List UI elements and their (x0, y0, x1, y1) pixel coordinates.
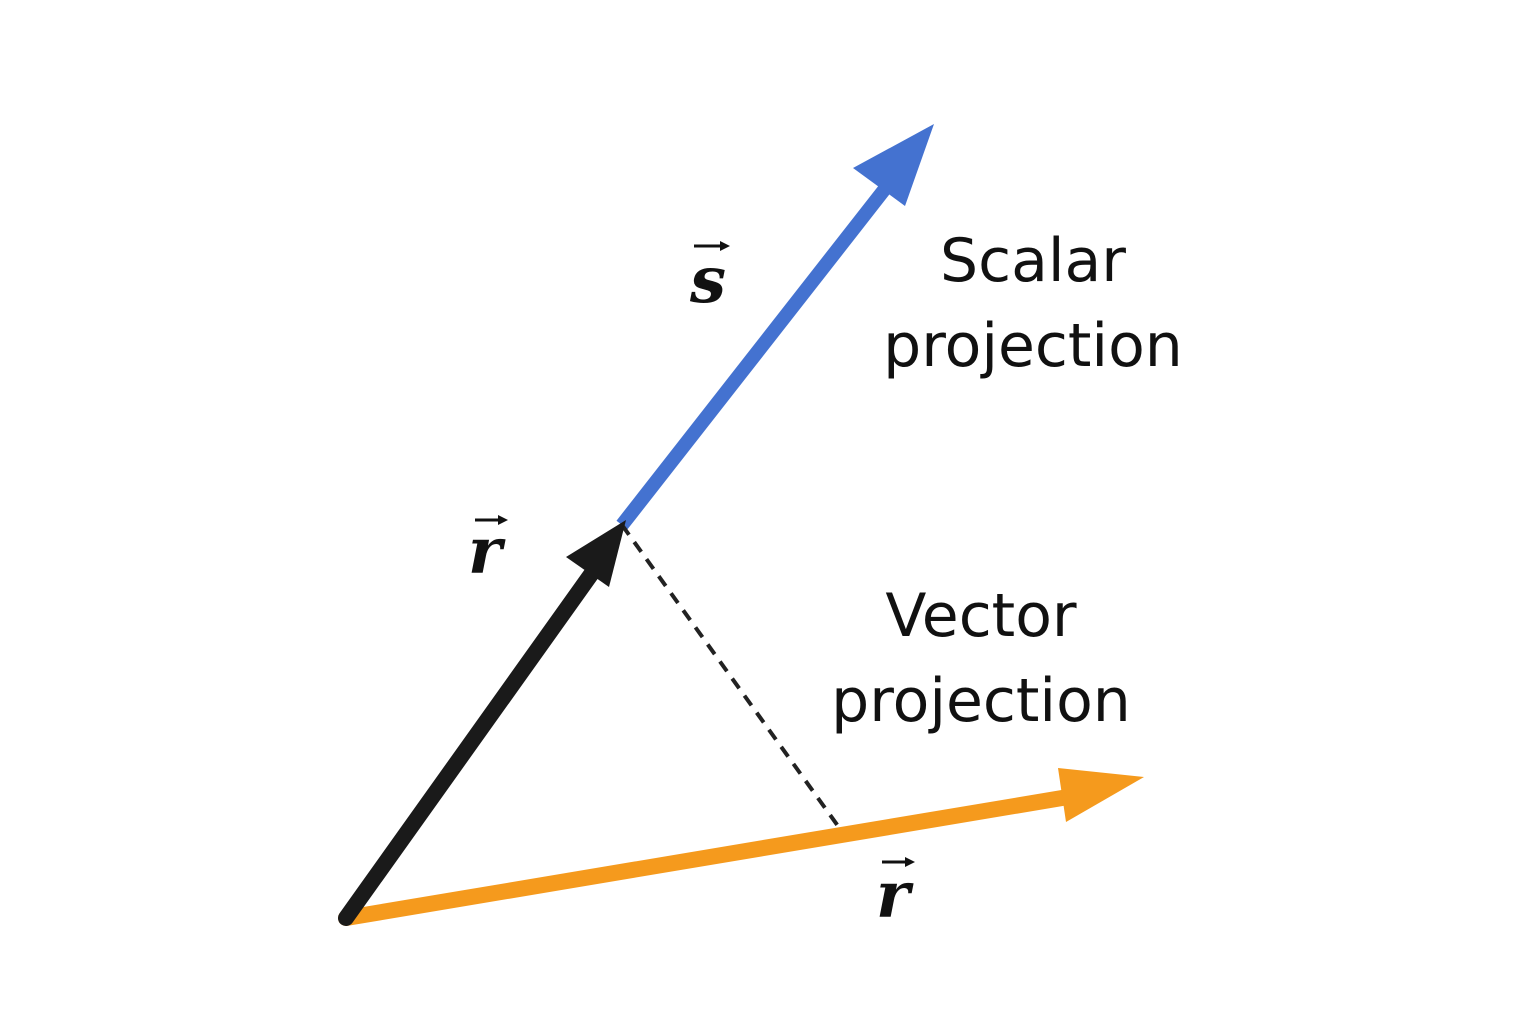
base-vector-label-text: r (876, 858, 914, 933)
perpendicular-dashed-line (620, 523, 840, 828)
r-label-arrow-head (498, 515, 508, 525)
vector-projection-label-line1: Vector (885, 581, 1077, 651)
s-vector-line (616, 185, 890, 530)
base-vector-arrowhead (1058, 768, 1144, 822)
r-vector-label: r (468, 514, 508, 589)
scalar-projection-label-line2: projection (883, 311, 1183, 381)
vector-projection-label-line2: projection (831, 666, 1131, 736)
scalar-projection-label-line1: Scalar (940, 226, 1126, 296)
base-vector-line (338, 787, 1088, 926)
r-vector-label-text: r (468, 514, 506, 589)
s-vector-arrowhead (853, 124, 934, 206)
r-vector-arrowhead (566, 520, 626, 587)
s-vector-label: s (689, 241, 730, 318)
r-vector-line (338, 565, 600, 926)
base-label-arrow-head (905, 857, 915, 867)
base-vector-label: r (876, 857, 915, 933)
s-vector-label-text: s (689, 243, 726, 318)
s-label-arrow-head (720, 241, 730, 251)
